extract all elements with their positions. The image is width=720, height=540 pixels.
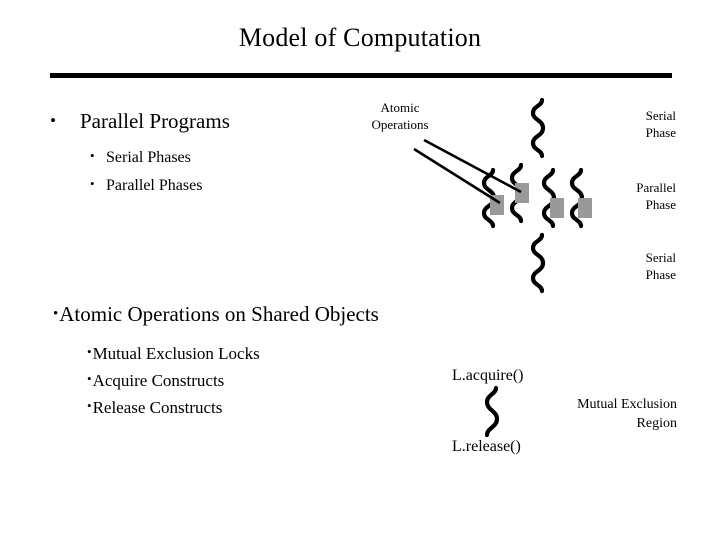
label-serial-phase-top: Serial Phase [645, 108, 676, 140]
page-title: Model of Computation [238, 23, 482, 52]
bullet-marker: • [53, 306, 59, 322]
bullet-marker: • [87, 398, 92, 413]
bullet-marker: • [90, 176, 95, 191]
callout-line-2 [413, 147, 501, 205]
bullet-label: Mutual Exclusion Locks [92, 344, 260, 363]
bullet-release-constructs: •Release Constructs [87, 392, 222, 422]
bullet-acquire-constructs: •Acquire Constructs [87, 365, 224, 395]
bullet-marker: • [87, 371, 92, 386]
atomic-op-box-2 [515, 183, 529, 203]
bullet-label: Parallel Programs [80, 109, 230, 133]
bullet-serial-phases: • Serial Phases [90, 143, 191, 170]
thread-serial-top [533, 100, 543, 156]
thread-serial-bottom [533, 235, 543, 291]
title-divider [50, 73, 672, 78]
bullet-label: Serial Phases [106, 149, 191, 166]
bullet-parallel-phases: • Parallel Phases [90, 171, 202, 198]
bullet-label: Atomic Operations on Shared Objects [59, 302, 379, 326]
bullet-label: Release Constructs [92, 398, 223, 417]
bullet-label: Acquire Constructs [92, 371, 225, 390]
label-lock-release: L.release() [452, 438, 521, 455]
label-mutual-exclusion-region: Mutual Exclusion Region [577, 397, 677, 431]
bullet-parallel-programs: • Parallel Programs [50, 108, 230, 134]
label-lock-acquire: L.acquire() [452, 367, 524, 384]
callout-label-atomic-operations: Atomic Operations [371, 100, 429, 132]
callout-line-1 [423, 138, 522, 194]
thread-mutual-exclusion-region [487, 388, 497, 435]
atomic-op-box-1 [490, 195, 504, 215]
thread-parallel-1 [484, 170, 494, 226]
label-parallel-phase: Parallel Phase [636, 180, 676, 212]
thread-parallel-3 [544, 170, 554, 226]
bullet-marker: • [90, 148, 95, 163]
bullet-marker: • [50, 111, 56, 130]
bullet-mutual-exclusion-locks: •Mutual Exclusion Locks [87, 338, 260, 368]
bullet-label: Parallel Phases [106, 177, 203, 194]
label-serial-phase-bottom: Serial Phase [645, 250, 676, 282]
thread-parallel-2 [512, 165, 522, 221]
bullet-marker: • [87, 344, 92, 359]
bullet-atomic-operations-shared-objects: •Atomic Operations on Shared Objects [53, 302, 379, 327]
